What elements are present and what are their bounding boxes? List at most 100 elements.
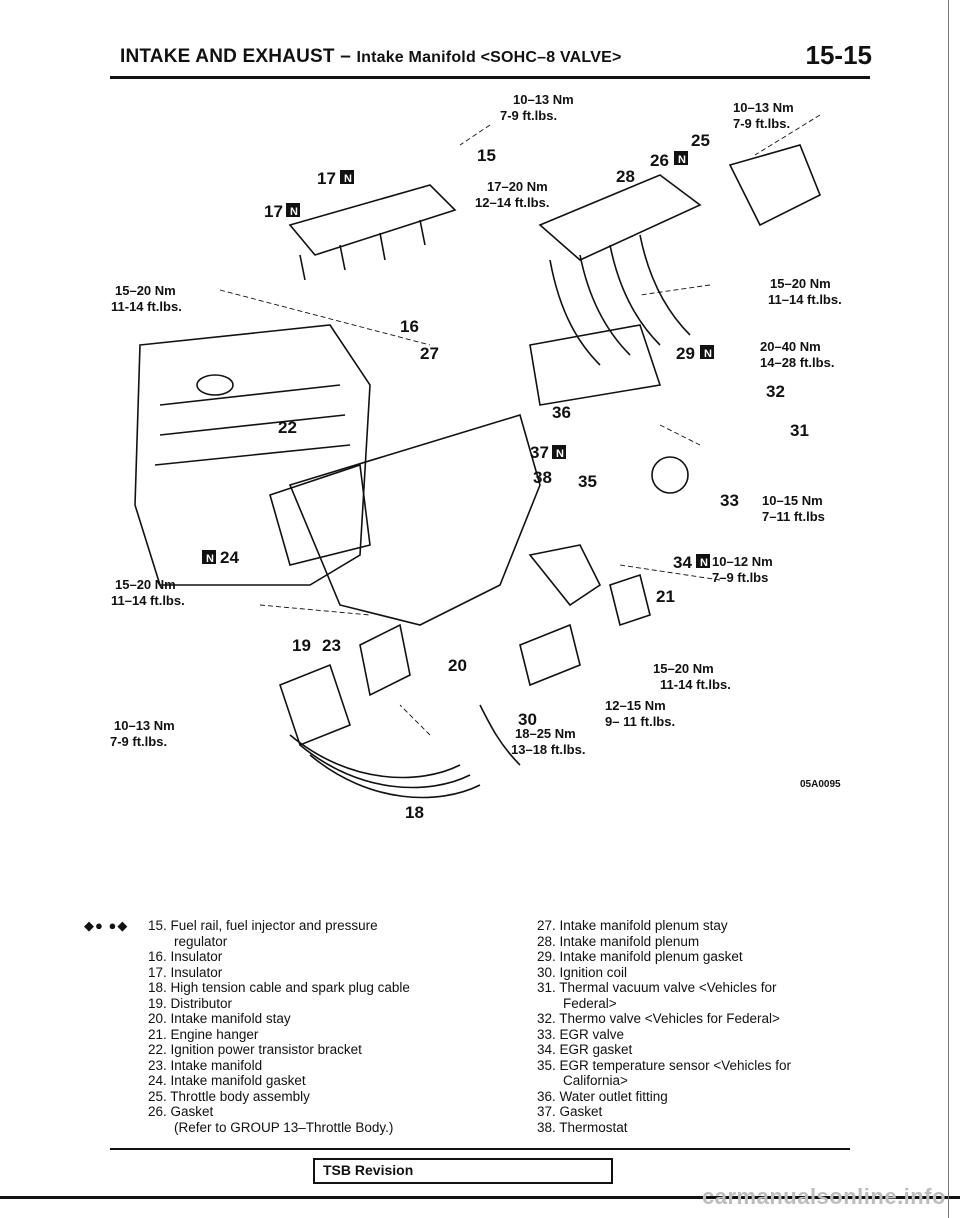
badge-letter: N	[556, 448, 564, 460]
badge-letter: N	[344, 173, 352, 185]
throttle-body	[728, 144, 822, 227]
torque-label: 11-14 ft.lbs.	[111, 299, 182, 314]
badge-letter: N	[206, 553, 214, 565]
scan-edge	[948, 0, 949, 1218]
legend-item: 31. Thermal vacuum valve <Vehicles for	[537, 980, 777, 995]
page-number: 15-15	[805, 40, 873, 70]
page-title: INTAKE AND EXHAUST – Intake Manifold <SO…	[120, 46, 622, 68]
legend-item-continued: (Refer to GROUP 13–Throttle Body.)	[174, 1119, 394, 1135]
torque-label: 15–20 Nm	[770, 276, 831, 291]
torque-label: 11–14 ft.lbs.	[768, 292, 842, 307]
title-main: INTAKE AND EXHAUST	[120, 46, 335, 67]
part-number: 18	[405, 803, 424, 822]
oil-cap	[196, 374, 234, 396]
part-number: 29	[676, 344, 695, 363]
torque-label: 10–13 Nm	[513, 92, 574, 107]
exploded-diagram: 10–13 Nm 7-9 ft.lbs. 10–13 Nm 7-9 ft.lbs…	[110, 92, 842, 822]
tsb-revision-label: TSB Revision	[323, 1162, 414, 1178]
tsb-revision-box: TSB Revision	[313, 1158, 613, 1184]
torque-label: 18–25 Nm	[515, 726, 576, 741]
legend-item: 22. Ignition power transistor bracket	[148, 1042, 362, 1057]
torque-label: 7–9 ft.lbs	[712, 570, 768, 585]
badge-letter: N	[704, 348, 712, 360]
legend-item: 32. Thermo valve <Vehicles for Federal>	[537, 1011, 780, 1026]
header-rule	[110, 76, 870, 79]
torque-label: 14–28 ft.lbs.	[760, 355, 834, 370]
legend-right: 27. Intake manifold plenum stay 28. Inta…	[537, 918, 877, 1135]
legend-item: 29. Intake manifold plenum gasket	[537, 949, 743, 964]
part-number: 25	[691, 131, 710, 150]
badge-icon: N	[700, 345, 714, 360]
part-number: 32	[766, 382, 785, 401]
part-number: 33	[720, 491, 739, 510]
badge-letter: N	[678, 154, 686, 166]
part-number: 28	[616, 167, 635, 186]
part-number: 38	[533, 468, 552, 487]
legend-item: 15. Fuel rail, fuel injector and pressur…	[148, 918, 378, 933]
legend-item: 20. Intake manifold stay	[148, 1011, 291, 1026]
legend-item: 16. Insulator	[148, 949, 223, 964]
badge-icon: N	[552, 445, 566, 460]
engine-block	[134, 324, 371, 586]
legend-item: 19. Distributor	[148, 995, 233, 1011]
torque-label: 15–20 Nm	[115, 577, 176, 592]
page-header: INTAKE AND EXHAUST – Intake Manifold <SO…	[120, 38, 880, 78]
part-number: 22	[278, 418, 297, 437]
legend-item: 33. EGR valve	[537, 1026, 625, 1042]
torque-label: 15–20 Nm	[653, 661, 714, 676]
part-number: 20	[448, 656, 467, 675]
legend-item: 24. Intake manifold gasket	[148, 1073, 306, 1088]
part-number: 23	[322, 636, 341, 655]
torque-label: 7-9 ft.lbs.	[110, 734, 167, 749]
thermostat-housing	[528, 544, 602, 607]
legend-item: 30. Ignition coil	[537, 964, 628, 980]
fuel-rail	[288, 184, 457, 256]
torque-label: 10–15 Nm	[762, 493, 823, 508]
ignition-coil	[519, 623, 581, 687]
footer-rule	[110, 1148, 850, 1150]
legend-item: 18. High tension cable and spark plug ca…	[148, 980, 410, 995]
badge-icon: N	[202, 550, 216, 565]
distributor	[279, 663, 351, 747]
legend-item: 27. Intake manifold plenum stay	[537, 918, 728, 933]
legend-item-continued: regulator	[174, 933, 228, 949]
badge-icon: N	[696, 554, 710, 569]
torque-label: 7-9 ft.lbs.	[733, 116, 790, 131]
part-number: 36	[552, 403, 571, 422]
torque-label: 9– 11 ft.lbs.	[605, 714, 675, 729]
diagram-drawing	[134, 144, 822, 799]
diagram-code: 05A0095	[800, 779, 841, 790]
watermark: carmanualsonline.info	[702, 1184, 946, 1209]
part-number: 31	[790, 421, 809, 440]
torque-label: 12–15 Nm	[605, 698, 666, 713]
torque-label: 12–14 ft.lbs.	[475, 195, 549, 210]
manifold-gasket	[269, 463, 371, 566]
legend-item: 35. EGR temperature sensor <Vehicles for	[537, 1057, 792, 1073]
bottom-rule	[0, 1196, 960, 1199]
legend-item: 25. Throttle body assembly	[148, 1088, 310, 1104]
intake-manifold	[288, 413, 541, 626]
badge-letter: N	[700, 557, 708, 569]
part-number: 19	[292, 636, 311, 655]
leader-lines	[219, 114, 821, 736]
egr-valve	[651, 456, 689, 494]
part-number: 27	[420, 344, 439, 363]
torque-label: 10–13 Nm	[733, 100, 794, 115]
part-number: 15	[477, 146, 496, 165]
title-sub: Intake Manifold <SOHC–8 VALVE>	[356, 49, 622, 66]
legend-item: 21. Engine hanger	[148, 1026, 259, 1042]
torque-label: 10–13 Nm	[114, 718, 175, 733]
part-number: 30	[518, 710, 537, 729]
torque-label: 13–18 ft.lbs.	[511, 742, 585, 757]
legend-item: 34. EGR gasket	[537, 1042, 633, 1057]
legend-item-continued: Federal>	[563, 995, 617, 1011]
legend-item: 37. Gasket	[537, 1104, 603, 1119]
torque-label: 10–12 Nm	[712, 554, 773, 569]
plenum	[538, 174, 702, 261]
part-number: 17	[264, 202, 283, 221]
part-number: 34	[673, 553, 692, 572]
plenum-gasket	[529, 324, 662, 406]
torque-label: 7–11 ft.lbs	[762, 509, 825, 524]
title-dash: –	[340, 46, 351, 67]
part-number: 26	[650, 151, 669, 170]
